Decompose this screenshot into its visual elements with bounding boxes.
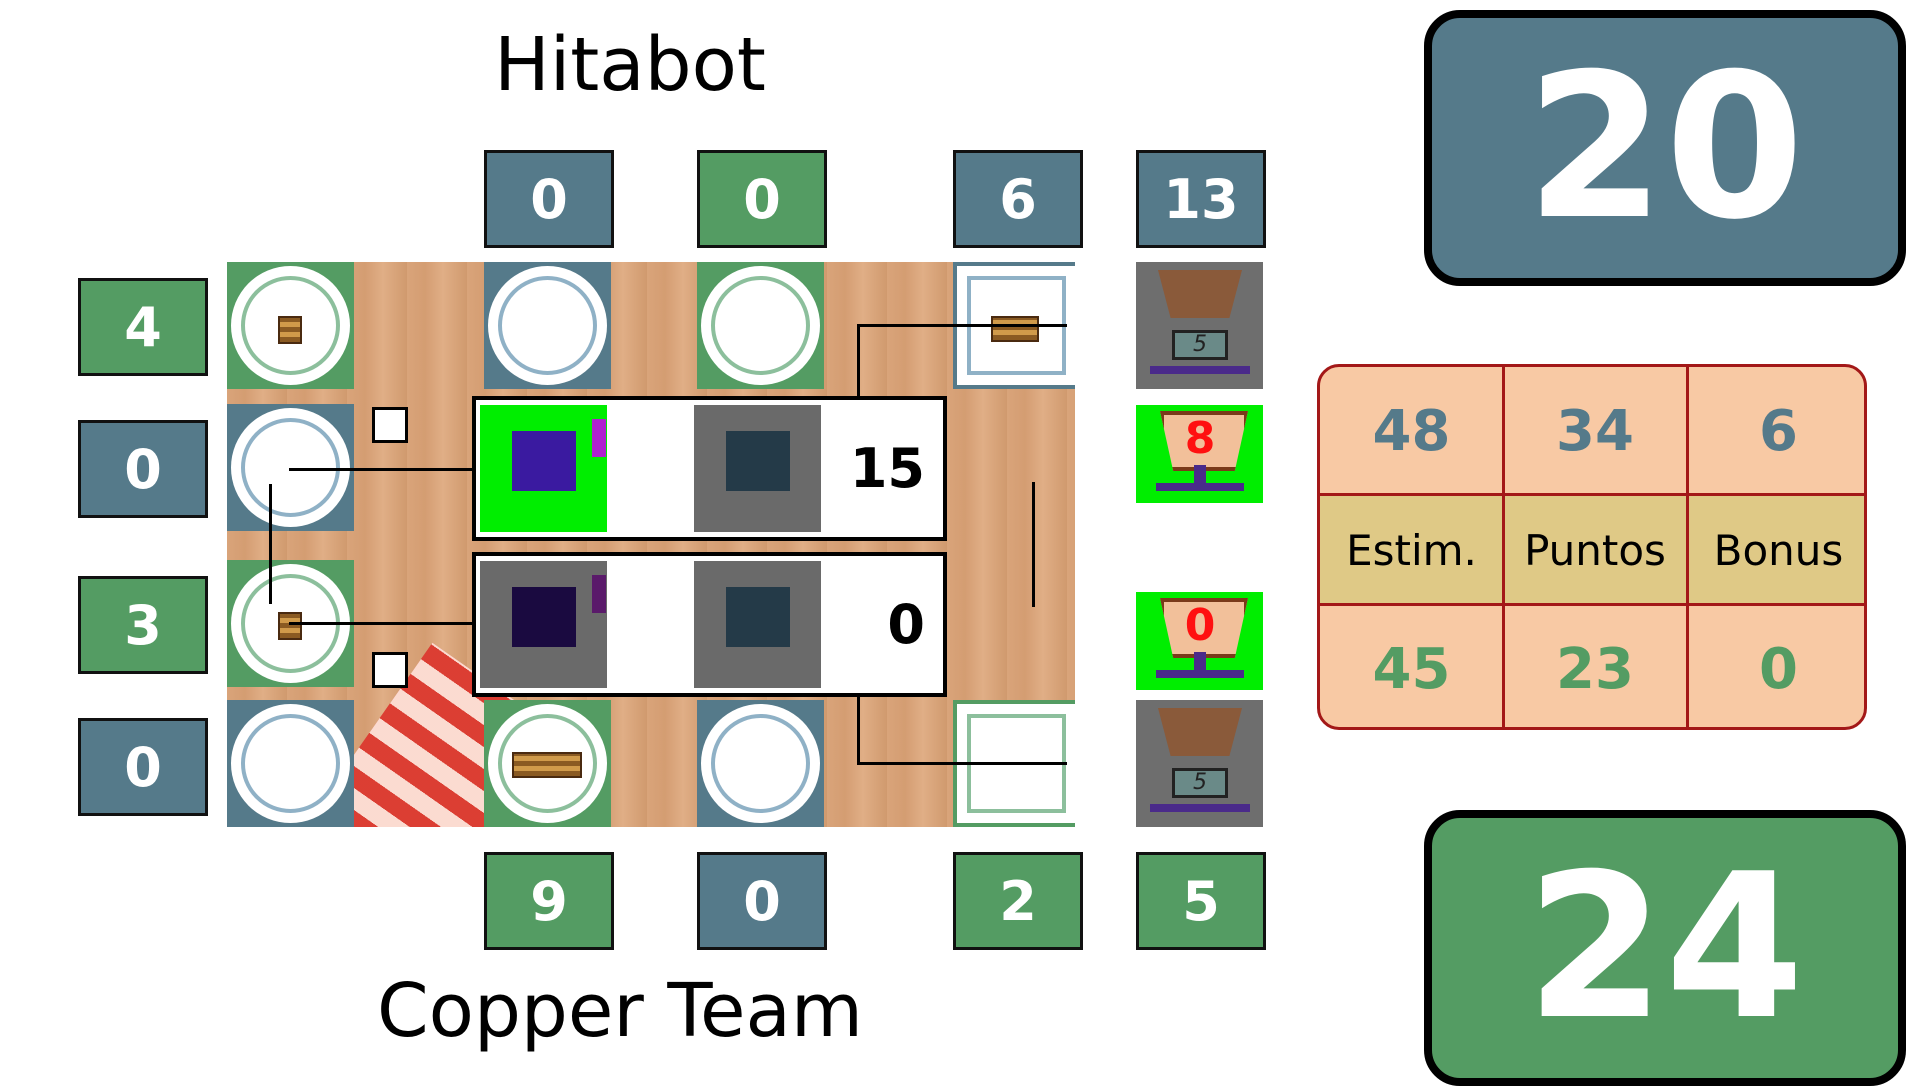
- stats-divider: [1320, 493, 1864, 496]
- tile-r4-c3: [697, 700, 824, 827]
- scale-bottom-mini: 0: [1136, 592, 1263, 690]
- bottom-box-3: 2: [953, 852, 1083, 950]
- tile-r1-c3: [697, 262, 824, 389]
- top-team-total: 20: [1424, 10, 1906, 286]
- bottom-team-total: 24: [1424, 810, 1906, 1086]
- stats-divider: [1502, 367, 1505, 727]
- stats-divider: [1320, 603, 1864, 606]
- tile-r1-c2: [484, 262, 611, 389]
- tile-r4-c2: [484, 700, 611, 827]
- top-box-1: 0: [484, 150, 614, 248]
- board-marker: [372, 407, 408, 443]
- top-team-name: Hitabot: [494, 22, 766, 108]
- bottom-box-2: 0: [697, 852, 827, 950]
- stat-bonus-top: 6: [1759, 398, 1798, 464]
- robot-top-team: [480, 405, 607, 532]
- robot-panel-bottom: 0: [472, 552, 947, 697]
- scale-top: 5: [1136, 262, 1263, 389]
- food-item: [512, 752, 582, 778]
- link-line: [289, 468, 479, 471]
- robot-top-team: [480, 561, 607, 688]
- robot-panel-top: 15: [472, 396, 947, 541]
- stats-table: 48 34 6 Estim. Puntos Bonus 45 23 0: [1317, 364, 1867, 730]
- bottom-box-1: 9: [484, 852, 614, 950]
- robot-opponent: [694, 405, 821, 532]
- link-line: [857, 762, 1067, 765]
- scale-bottom-reading: 5: [1172, 768, 1228, 798]
- left-box-4: 0: [78, 718, 208, 816]
- robot-opponent: [694, 561, 821, 688]
- stat-bonus-bottom: 0: [1759, 636, 1798, 702]
- stat-label-bonus: Bonus: [1687, 495, 1864, 605]
- link-line: [857, 682, 860, 764]
- food-item: [278, 612, 302, 640]
- board-marker: [372, 652, 408, 688]
- left-box-2: 0: [78, 420, 208, 518]
- link-line: [857, 324, 1067, 327]
- game-board: 15 0: [227, 262, 1075, 827]
- scale-top-reading: 5: [1172, 330, 1228, 360]
- stat-label-estim: Estim.: [1320, 495, 1503, 605]
- food-item: [991, 316, 1039, 342]
- link-line: [269, 484, 272, 604]
- link-line: [857, 324, 860, 404]
- top-box-4: 13: [1136, 150, 1266, 248]
- stat-label-puntos: Puntos: [1503, 495, 1687, 605]
- scale-top-mini-value: 8: [1184, 413, 1216, 464]
- tile-r4-c1: [227, 700, 354, 827]
- stat-estim-bottom: 45: [1372, 636, 1451, 702]
- stat-puntos-top: 34: [1556, 398, 1634, 464]
- stat-estim-top: 48: [1372, 398, 1451, 464]
- bottom-box-4: 5: [1136, 852, 1266, 950]
- link-line: [289, 622, 479, 625]
- food-item: [278, 316, 302, 344]
- stat-puntos-bottom: 23: [1556, 636, 1634, 702]
- scale-bottom-mini-value: 0: [1184, 600, 1216, 651]
- left-box-1: 4: [78, 278, 208, 376]
- robot-top-score: 15: [849, 437, 925, 500]
- top-box-3: 6: [953, 150, 1083, 248]
- stats-divider: [1686, 367, 1689, 727]
- scale-top-mini: 8: [1136, 405, 1263, 503]
- tile-r2-c1: [227, 404, 354, 531]
- robot-bottom-score: 0: [887, 593, 925, 656]
- bottom-team-name: Copper Team: [377, 968, 863, 1054]
- top-box-2: 0: [697, 150, 827, 248]
- left-box-3: 3: [78, 576, 208, 674]
- scale-bottom: 5: [1136, 700, 1263, 827]
- link-line: [1032, 482, 1035, 607]
- tile-r1-c1: [227, 262, 354, 389]
